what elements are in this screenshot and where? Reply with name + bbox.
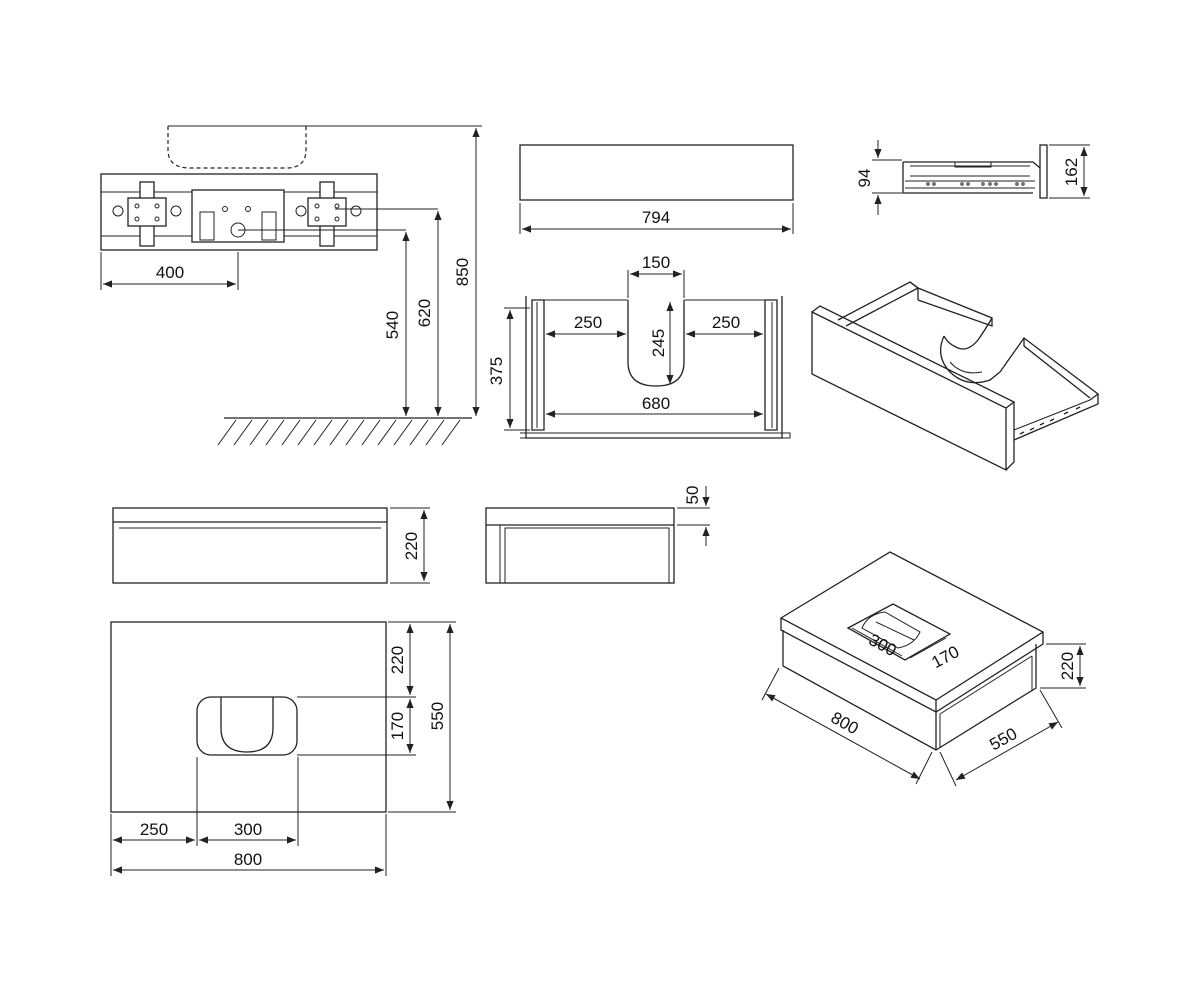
dim-plan-550: 550 <box>428 702 447 730</box>
dim-front-width: 794 <box>642 208 670 227</box>
floor-hatching <box>217 417 472 446</box>
dim-iso-depth: 550 <box>986 724 1020 754</box>
hatch-stroke <box>361 419 381 446</box>
dim-top-thickness: 50 <box>683 486 702 505</box>
dim-drawer-left-offset: 250 <box>574 313 602 332</box>
dim-iso-height: 220 <box>1058 652 1077 680</box>
drawer-plan-view: 150 250 250 245 375 680 <box>487 253 791 439</box>
dim-iso-cutout-300: 300 <box>866 630 900 660</box>
left-wall-bracket <box>112 181 182 247</box>
hatch-stroke <box>217 419 237 446</box>
hatch-stroke <box>313 419 333 446</box>
dim-plan-800: 800 <box>234 850 262 869</box>
hatch-stroke <box>425 419 445 446</box>
top-isometric-view: 300 170 220 800 550 <box>761 551 1086 787</box>
side-view: 94 162 <box>855 140 1090 215</box>
dim-drawer-depth: 375 <box>487 357 506 385</box>
dim-iso-width: 800 <box>828 708 862 738</box>
top-front-view: 220 <box>112 507 430 584</box>
hatch-stroke <box>393 419 413 446</box>
dim-side-drawer-height: 94 <box>855 169 874 188</box>
dim-elevation-620: 620 <box>415 299 434 327</box>
hatch-stroke <box>441 419 461 446</box>
hatch-stroke <box>297 419 317 446</box>
drain-mount-plate <box>192 206 284 243</box>
hatch-stroke <box>345 419 365 446</box>
plan-view: 220 170 550 250 300 800 <box>110 621 456 876</box>
dim-drawer-cutout-width: 150 <box>642 253 670 272</box>
runner-slots <box>1019 406 1081 435</box>
hatch-stroke <box>281 419 301 446</box>
dim-drawer-cutout-depth: 245 <box>649 329 668 357</box>
elevation-view: 400 540 620 850 <box>100 125 482 446</box>
dim-drawer-inner-width: 680 <box>642 394 670 413</box>
hatch-stroke <box>249 419 269 446</box>
dim-plan-170: 170 <box>388 712 407 740</box>
hatch-stroke <box>233 419 253 446</box>
dim-drawer-right-offset: 250 <box>712 313 740 332</box>
top-side-view: 50 <box>485 486 710 584</box>
runner-holes <box>926 182 1025 186</box>
dim-elevation-850: 850 <box>453 258 472 286</box>
dim-plan-220: 220 <box>388 646 407 674</box>
dim-side-total-height: 162 <box>1062 158 1081 186</box>
dim-elevation-width: 400 <box>156 263 184 282</box>
dim-elevation-540: 540 <box>383 311 402 339</box>
dim-top-front-height: 220 <box>402 532 421 560</box>
dim-plan-300: 300 <box>234 820 262 839</box>
hatch-stroke <box>265 419 285 446</box>
basin-cutout <box>846 603 952 661</box>
drawer-isometric-view <box>811 281 1100 472</box>
hatch-stroke <box>329 419 349 446</box>
front-view: 794 <box>519 144 794 234</box>
hatch-stroke <box>377 419 397 446</box>
dim-iso-cutout-170: 170 <box>928 642 962 672</box>
dim-plan-250: 250 <box>140 820 168 839</box>
hatch-stroke <box>409 419 429 446</box>
